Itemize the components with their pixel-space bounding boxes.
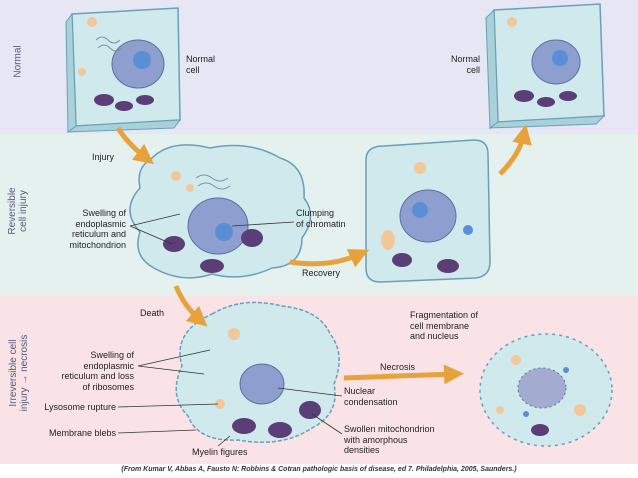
- label-swelling-loss-line4: of ribosomes: [82, 381, 134, 392]
- death-cell: [175, 301, 340, 443]
- label-swelling-er-line3: reticulum and: [71, 229, 126, 239]
- label-clumping-line2: of chromatin: [296, 218, 346, 229]
- leader-lines: [117, 213, 343, 447]
- label-normal-cell-left: Normal cell: [186, 54, 215, 75]
- label-fragmentation-line2: cell membrane: [410, 320, 470, 331]
- label-normal-cell-left-line2: cell: [186, 64, 200, 75]
- label-swollen-mito-line3: densities: [344, 445, 380, 455]
- label-swelling-loss: Swelling of endoplasmic reticulum and lo…: [48, 350, 134, 392]
- fragmented-cell: [479, 333, 613, 447]
- normal-cell-right: [485, 3, 606, 129]
- arrow-up-right: [498, 124, 532, 176]
- arrow-necrosis: [343, 364, 464, 385]
- label-fragmentation: Fragmentation of cell membrane and nucle…: [410, 310, 478, 342]
- label-swollen-mito-line2: with amorphous: [344, 434, 408, 445]
- label-lysosome-rupture: Lysosome rupture: [44, 402, 116, 412]
- label-membrane-blebs: Membrane blebs: [48, 428, 116, 438]
- label-swelling-er-line2: endoplasmic: [75, 218, 126, 229]
- label-swollen-mito-line1: Swollen mitochondrion: [344, 424, 435, 434]
- label-swelling-er-line1: Swelling of: [82, 208, 126, 218]
- arrow-recovery: [289, 249, 370, 268]
- label-death: Death: [140, 308, 165, 318]
- label-swelling-loss-line3: reticulum and loss: [61, 371, 134, 381]
- label-swelling-loss-line2: endoplasmic: [83, 360, 134, 371]
- normal-cell-left: [65, 7, 182, 133]
- label-clumping: Clumping of chromatin: [296, 208, 346, 229]
- recovering-cell: [365, 139, 491, 283]
- label-normal-cell-right-line1: Normal: [450, 54, 480, 64]
- label-normal-cell-left-line1: Normal: [186, 54, 216, 64]
- label-swelling-er: Swelling of endoplasmic reticulum and mi…: [60, 208, 126, 250]
- label-swelling-er-line4: mitochondrion: [69, 239, 126, 250]
- label-necrosis: Necrosis: [380, 362, 416, 372]
- label-normal-cell-right: Normal cell: [440, 54, 480, 75]
- reversible-injury-cell: [129, 144, 312, 279]
- label-injury: Injury: [92, 152, 115, 162]
- label-swollen-mito: Swollen mitochondrion with amorphous den…: [344, 424, 435, 456]
- label-fragmentation-line1: Fragmentation of: [410, 310, 479, 320]
- label-myelin-figures: Myelin figures: [192, 447, 248, 457]
- reversible-band: [0, 134, 638, 296]
- arrow-injury: [115, 126, 154, 165]
- label-fragmentation-line3: and nucleus: [410, 331, 459, 341]
- label-swelling-loss-line1: Swelling of: [90, 350, 134, 360]
- label-clumping-line1: Clumping: [296, 208, 335, 218]
- label-recovery: Recovery: [302, 268, 341, 278]
- label-normal-cell-right-line2: cell: [466, 64, 480, 75]
- arrow-death: [173, 285, 208, 327]
- label-nuclear-line1: Nuclear: [344, 386, 376, 396]
- label-nuclear-condensation: Nuclear condensation: [344, 386, 398, 407]
- label-nuclear-line2: condensation: [344, 396, 398, 407]
- citation-footer: (From Kumar V, Abbas A, Fausto N: Robbin…: [121, 466, 517, 473]
